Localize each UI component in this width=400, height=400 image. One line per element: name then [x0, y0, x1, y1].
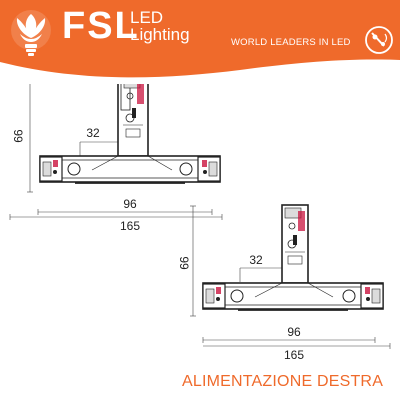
dim-body-label: 96 — [287, 325, 301, 339]
top-t-connector: 99 32 96 — [9, 84, 223, 233]
globe-bulb-icon — [365, 26, 393, 54]
header-graphics — [0, 10, 400, 84]
dim-total-label: 165 — [120, 219, 140, 233]
subbrand-led: LED — [130, 8, 164, 27]
dim-height-label: 99 — [177, 256, 191, 270]
technical-drawing: 99 32 96 — [9, 84, 391, 362]
header-wave — [0, 59, 400, 84]
dim-branch-label: 32 — [249, 253, 263, 267]
tagline: WORLD LEADERS IN LED — [231, 37, 351, 48]
dim-body-label: 96 — [123, 197, 137, 211]
subbrand-lighting: Lighting — [130, 25, 190, 44]
dim-height-label: 99 — [11, 129, 25, 143]
bottom-t-connector: 99 32 96 — [177, 204, 391, 362]
brand-name: FSL — [62, 5, 140, 47]
dim-total-label: 165 — [284, 348, 304, 362]
lotus-bulb-icon — [11, 10, 51, 56]
dim-branch-label: 32 — [86, 126, 100, 140]
caption: ALIMENTAZIONE DESTRA — [182, 373, 384, 390]
header-banner: FSL LED Lighting WORLD LEADERS IN LED — [0, 0, 400, 84]
